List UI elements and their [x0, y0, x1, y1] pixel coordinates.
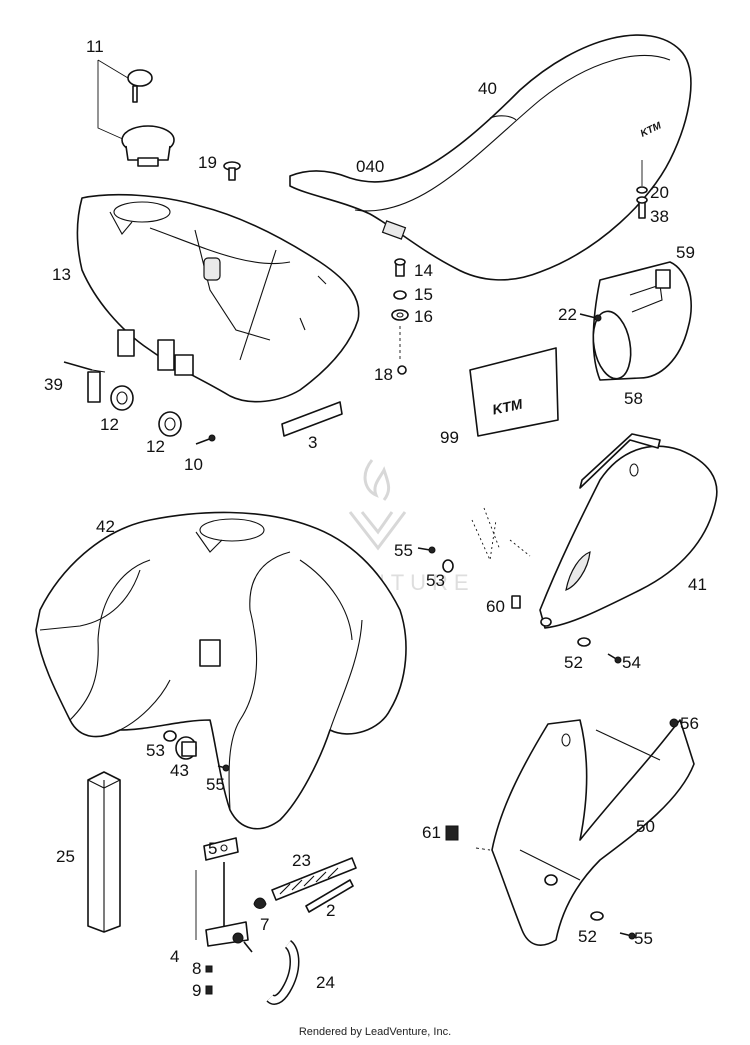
decal-99: KTM: [469, 347, 559, 437]
fuel-filter-hose-assembly: [253, 857, 357, 1005]
callout-40: 40: [478, 79, 497, 98]
callout-38: 38: [650, 207, 669, 226]
callout-16: 16: [414, 307, 433, 326]
fuel-tap-assembly: [195, 837, 253, 995]
callout-22: 22: [558, 305, 577, 324]
fuel-tank-lower: [35, 511, 407, 830]
seat-bolt-assembly: [636, 160, 648, 219]
callout-11: 11: [86, 37, 104, 56]
callout-41: 41: [688, 575, 707, 594]
callout-13: 13: [52, 265, 71, 284]
callout-53-b: 53: [146, 741, 165, 760]
callout-55-a: 55: [394, 541, 413, 560]
mounting-hardware-center: [417, 507, 531, 609]
bolt-19: [223, 161, 241, 181]
callout-42: 42: [96, 517, 115, 536]
callout-58: 58: [624, 389, 643, 408]
callout-10: 10: [184, 455, 203, 474]
callout-18: 18: [374, 365, 393, 384]
hardware-52-54: [577, 637, 622, 664]
mounting-hardware-lower: [163, 730, 230, 772]
center-hardware: [391, 258, 409, 375]
callout-24: 24: [316, 973, 335, 992]
callout-56: 56: [680, 714, 699, 733]
callout-55-c: 55: [634, 929, 653, 948]
callout-52-a: 52: [564, 653, 583, 672]
callout-23: 23: [292, 851, 311, 870]
callout-20: 20: [650, 183, 669, 202]
callout-53-a: 53: [426, 571, 445, 590]
mounting-hardware-left: [63, 361, 216, 445]
foam-strip-3: [281, 401, 343, 437]
callout-12-a: 12: [100, 415, 119, 434]
callout-61: 61: [422, 823, 441, 842]
callout-55-b: 55: [206, 775, 225, 794]
callout-9: 9: [192, 981, 201, 1000]
fuel-tank-upper: [76, 193, 360, 403]
callout-19: 19: [198, 153, 217, 172]
callout-25: 25: [56, 847, 75, 866]
tool-bag: [579, 261, 692, 381]
callout-59: 59: [676, 243, 695, 262]
render-credit: Rendered by LeadVenture, Inc.: [298, 1026, 452, 1038]
callout-99: 99: [440, 428, 459, 447]
callout-8: 8: [192, 959, 201, 978]
fuel-cap-key-assembly: [97, 59, 175, 167]
callout-50: 50: [636, 817, 655, 836]
callout-4: 4: [170, 947, 179, 966]
callout-43: 43: [170, 761, 189, 780]
seat: KTM: [289, 34, 692, 281]
callout-60: 60: [486, 597, 505, 616]
callout-5: 5: [208, 839, 217, 858]
decal-brand-mark: KTM: [491, 396, 524, 418]
side-panel-50: [475, 719, 695, 946]
side-cover-41: [539, 433, 718, 629]
callout-52-b: 52: [578, 927, 597, 946]
callout-14: 14: [414, 261, 433, 280]
callout-54: 54: [622, 653, 641, 672]
hardware-lower-right: [445, 718, 679, 940]
callout-labels: 11 40 19 040 20 38 13 14 15 16 59 22 18 …: [44, 37, 707, 1000]
foam-block-25: [87, 771, 121, 933]
callout-2: 2: [326, 901, 335, 920]
callout-39: 39: [44, 375, 63, 394]
callout-3: 3: [308, 433, 317, 452]
callout-040: 040: [356, 157, 384, 176]
callout-12-b: 12: [146, 437, 165, 456]
callout-7: 7: [260, 915, 269, 934]
callout-15: 15: [414, 285, 433, 304]
